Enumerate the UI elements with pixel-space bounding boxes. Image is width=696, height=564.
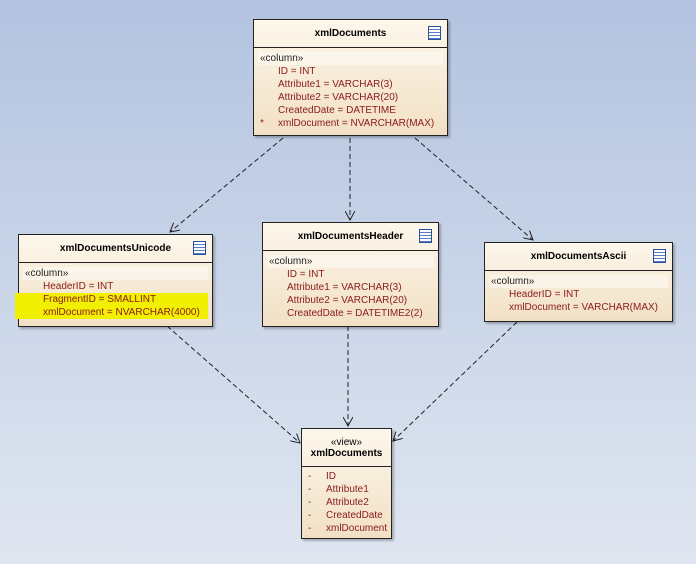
table-xmldocumentsascii[interactable]: xmlDocumentsAscii «column» HeaderID = IN… — [484, 242, 673, 322]
required-marker: * — [260, 118, 264, 129]
table-title: xmlDocumentsHeader — [297, 231, 404, 242]
table-xmldocumentsheader[interactable]: xmlDocumentsHeader «column» ID = INT Att… — [262, 222, 439, 327]
view-field: - xmlDocument — [306, 522, 387, 535]
text: - — [308, 497, 312, 508]
table-xmldocumentsunicode[interactable]: xmlDocumentsUnicode «column» HeaderID = … — [15, 234, 213, 327]
column-row-highlighted: FragmentID = SMALLINT — [15, 293, 208, 306]
column-row: CreatedDate = DATETIME2(2) — [287, 308, 423, 319]
view-field: - ID — [306, 470, 387, 483]
stereotype: «column» — [23, 267, 208, 280]
arrow-main-to-unicode — [170, 137, 284, 232]
column-row: Attribute2 = VARCHAR(20) — [278, 92, 399, 103]
column-row: xmlDocument = VARCHAR(MAX) — [509, 302, 659, 313]
text: - — [308, 510, 312, 521]
text: Attribute1 — [326, 484, 369, 495]
table-icon — [653, 249, 666, 263]
column-row: Attribute2 = VARCHAR(20) — [287, 295, 408, 306]
stereotype: «view» — [330, 436, 363, 448]
column-row: CreatedDate = DATETIME — [278, 105, 396, 116]
table-icon — [193, 241, 206, 255]
column-row: HeaderID = INT — [509, 289, 580, 300]
text: CreatedDate — [326, 510, 383, 521]
text: xmlDocument = NVARCHAR(MAX) — [278, 118, 435, 129]
text: xmlDocument — [326, 523, 388, 534]
table-title: xmlDocumentsAscii — [530, 251, 627, 262]
view-xmldocuments[interactable]: «view»xmlDocuments - ID - Attribute1 - Attr… — [301, 428, 392, 539]
text: - — [308, 523, 312, 534]
column-row: HeaderID = INT — [43, 281, 114, 292]
column-row-highlighted: xmlDocument = NVARCHAR(4000) — [15, 306, 208, 319]
text: Attribute2 — [326, 497, 369, 508]
stereotype: «column» — [267, 255, 434, 268]
column-row: Attribute1 = VARCHAR(3) — [287, 282, 402, 293]
view-field: - Attribute1 — [306, 483, 387, 496]
column-row: * xmlDocument = NVARCHAR(MAX) — [258, 117, 443, 130]
column-row: ID = INT — [278, 66, 316, 77]
arrow-unicode-to-view — [166, 325, 300, 443]
column-row: ID = INT — [287, 269, 325, 280]
table-xmldocuments[interactable]: xmlDocuments «column» ID = INT Attribute… — [253, 19, 448, 136]
arrow-main-to-ascii — [414, 137, 533, 240]
stereotype: «column» — [258, 52, 443, 65]
view-field: - Attribute2 — [306, 496, 387, 509]
text: - — [308, 471, 312, 482]
table-icon — [428, 26, 441, 40]
table-title: xmlDocumentsUnicode — [59, 243, 172, 254]
view-field: - CreatedDate — [306, 509, 387, 522]
text: - — [308, 484, 312, 495]
stereotype: «column» — [489, 275, 668, 288]
table-icon — [419, 229, 432, 243]
text: ID — [326, 471, 336, 482]
view-title: xmlDocuments — [310, 447, 383, 459]
table-title: xmlDocuments — [314, 28, 387, 39]
column-row: Attribute1 = VARCHAR(3) — [278, 79, 393, 90]
arrow-ascii-to-view — [393, 321, 518, 441]
